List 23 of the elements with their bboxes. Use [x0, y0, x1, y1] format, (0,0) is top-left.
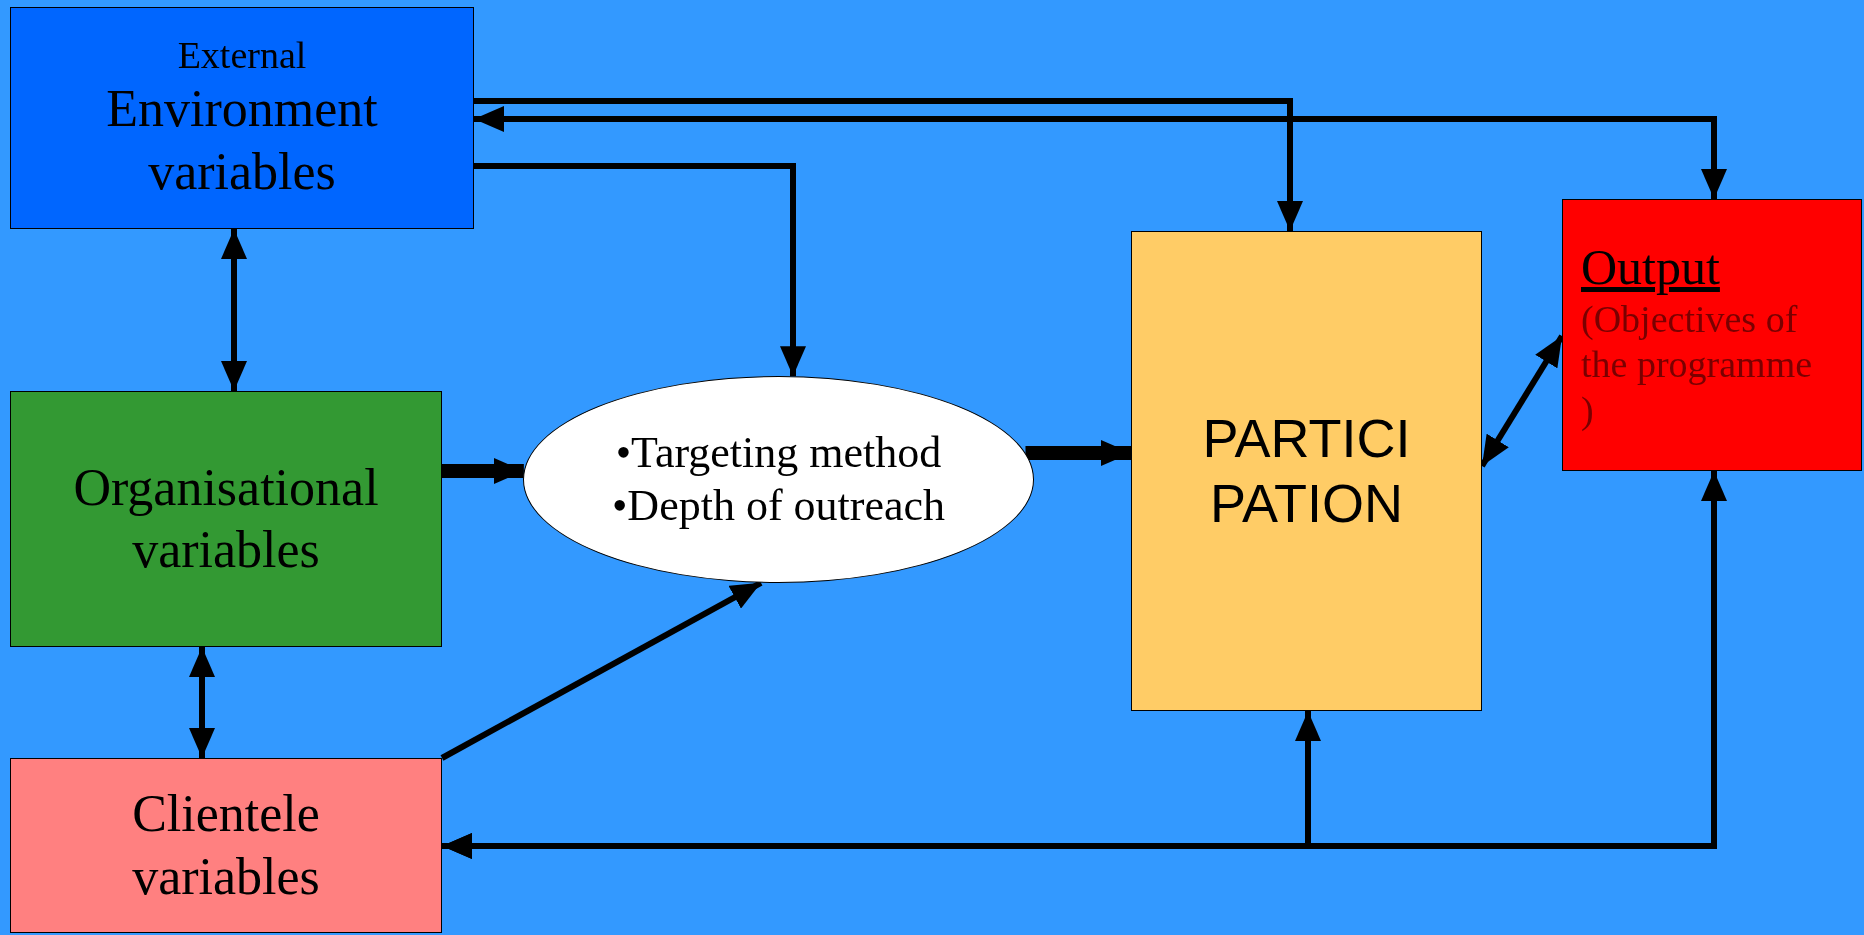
arrow: [221, 229, 247, 391]
arrow: [442, 458, 524, 484]
node-label: Environment variables: [105, 79, 379, 202]
node-label: PARTICI PATION: [1201, 407, 1412, 535]
arrow: [1479, 334, 1565, 468]
arrow: [474, 98, 1303, 231]
output-box: [1562, 199, 1862, 471]
node-heading: Output: [1581, 237, 1720, 297]
process-box: [10, 391, 442, 647]
arrow: [474, 106, 1727, 199]
process-box: [10, 758, 442, 933]
node-label: Organisational variables: [72, 457, 380, 580]
node-label: •Depth of outreach: [611, 479, 946, 532]
arrow: [1025, 440, 1131, 466]
process-box: [1131, 231, 1482, 711]
node-label: Clientele variables: [131, 784, 321, 907]
node-heading: •Targeting method: [615, 426, 942, 479]
arrow: [440, 580, 763, 761]
arrow: [474, 163, 806, 377]
node-label: (Objectives of the programme ): [1581, 296, 1814, 433]
node-heading: External: [177, 32, 307, 78]
arrow: [189, 647, 215, 758]
process-box: [10, 7, 474, 229]
